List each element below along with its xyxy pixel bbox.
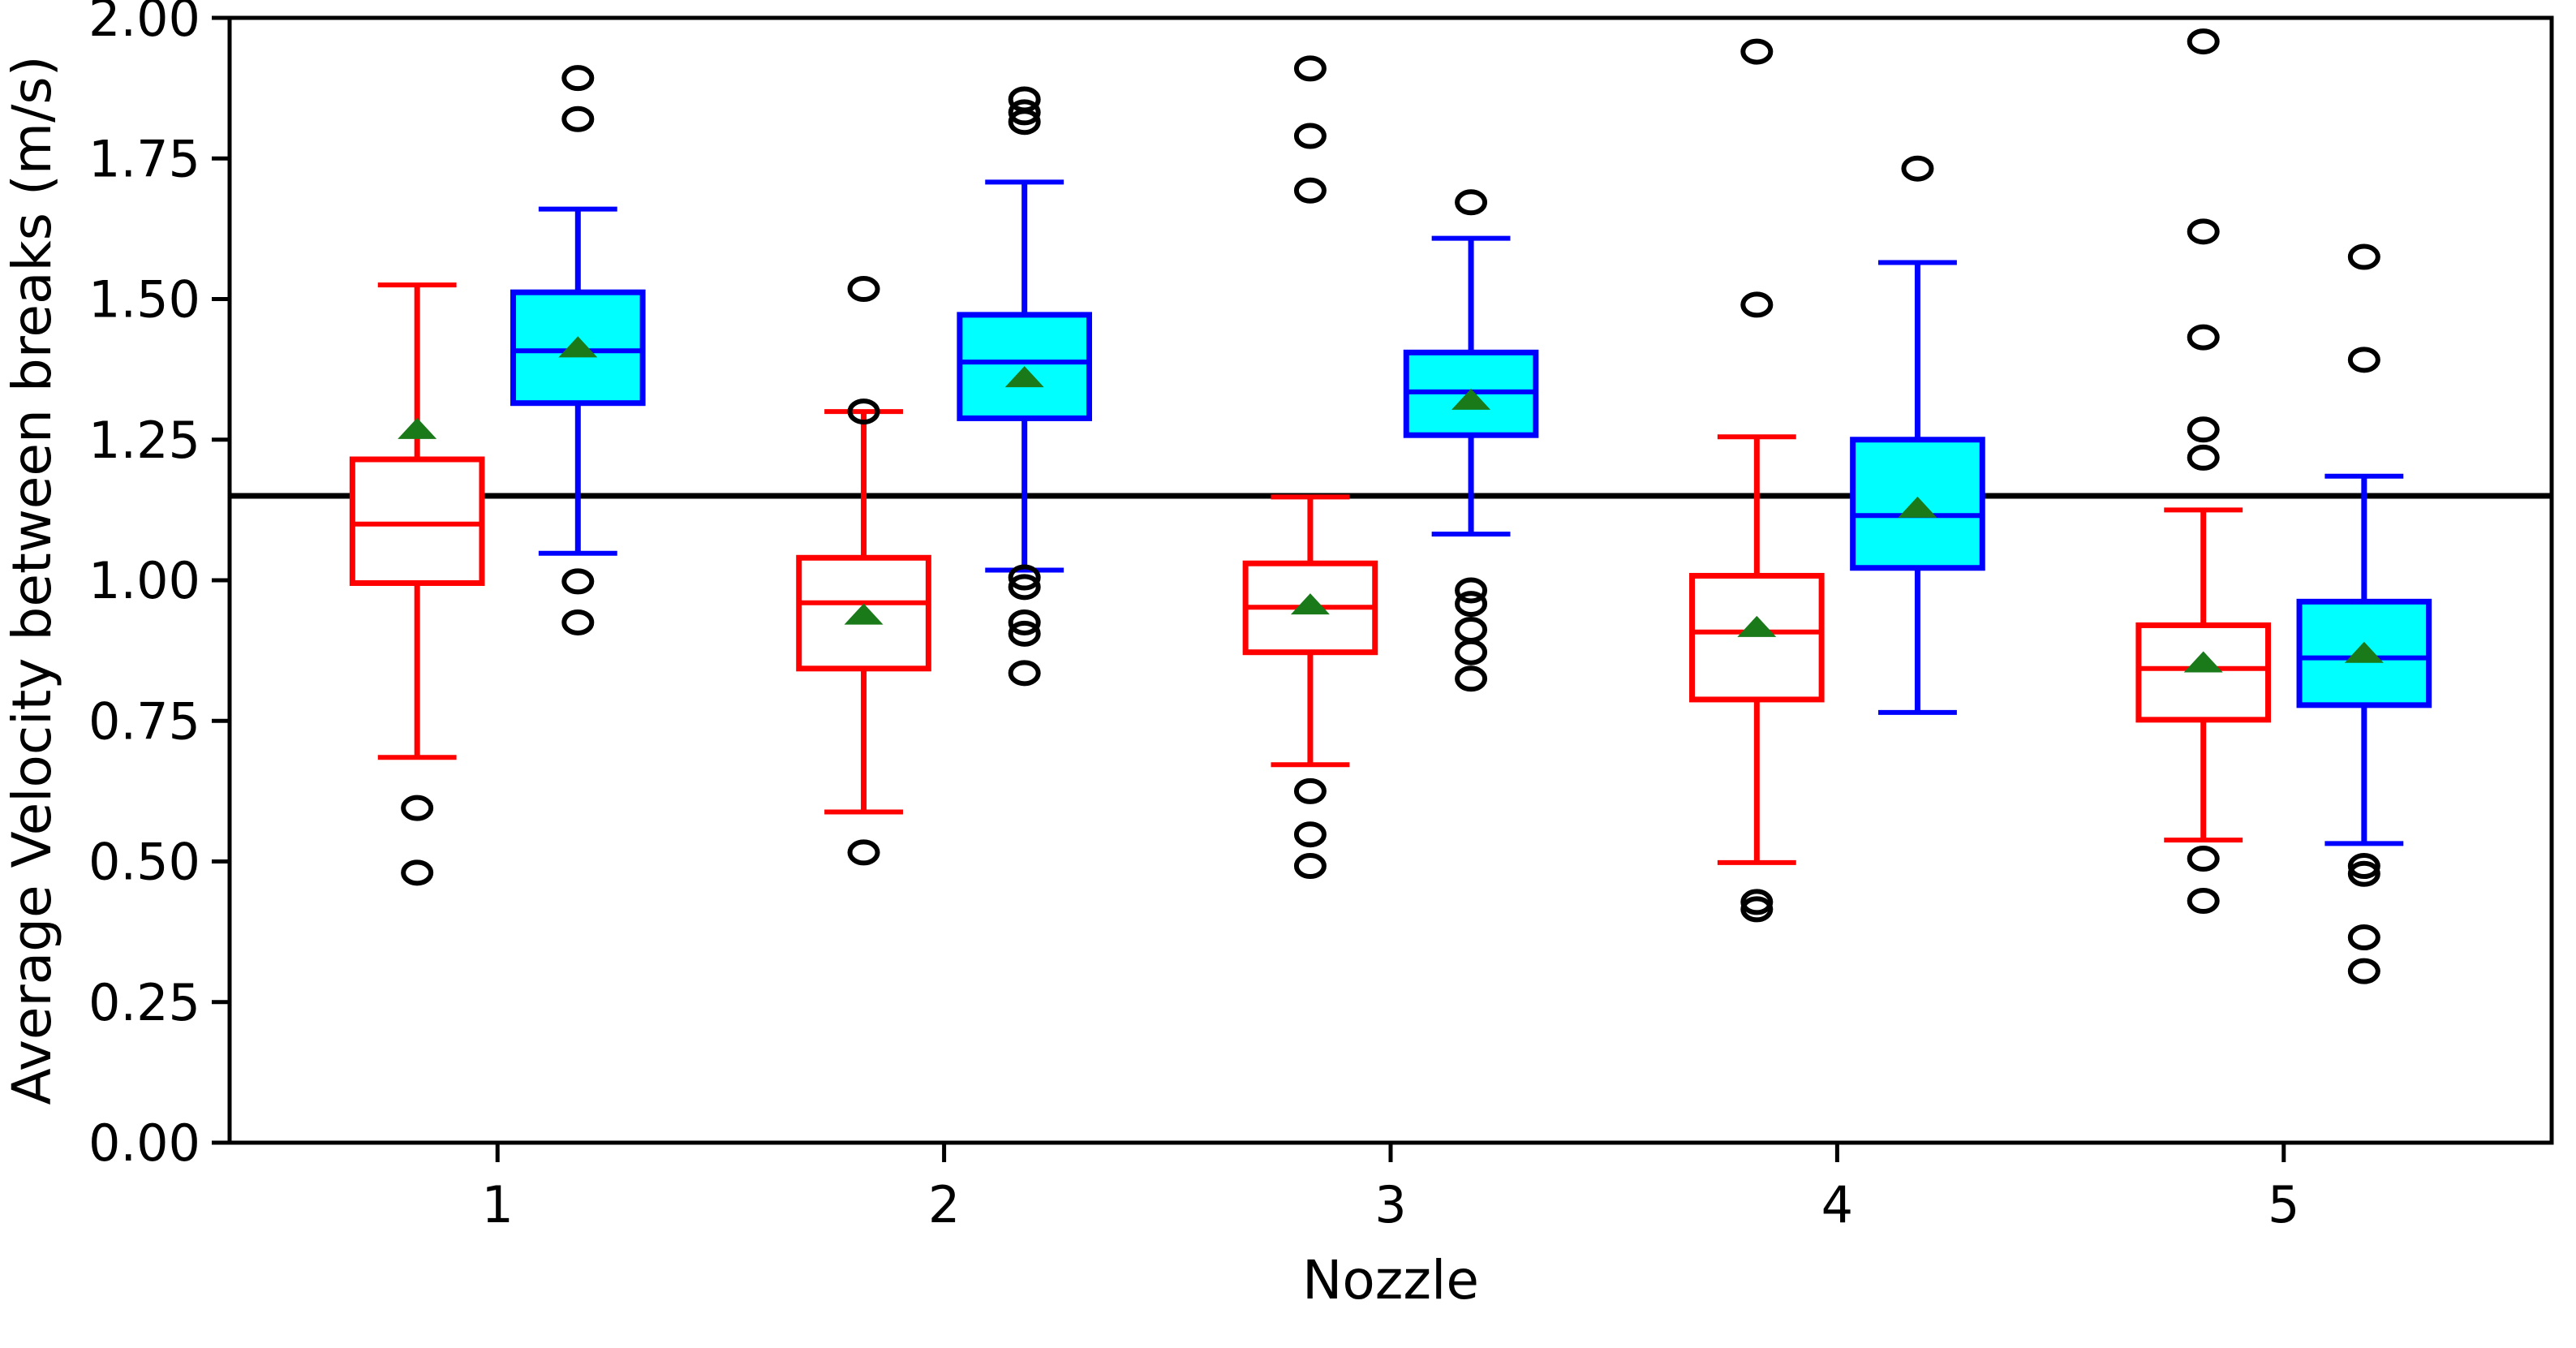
outlier-point: [561, 106, 595, 132]
outlier-point: [1455, 665, 1488, 692]
outlier-point: [1293, 55, 1327, 82]
outlier-point: [1008, 609, 1041, 635]
outlier-point: [1008, 660, 1041, 687]
outlier-point: [1293, 853, 1327, 880]
outlier-point: [1008, 109, 1041, 136]
box-rect: [957, 312, 1092, 421]
y-tick-label: 0.00: [88, 1113, 200, 1173]
mean-marker-triangle: [1898, 496, 1937, 518]
outlier-point: [1455, 591, 1488, 618]
y-axis-ticks: 0.00 0.25 0.50 0.75 1.00 1.25 1.50 1.75 2.00: [88, 0, 230, 1173]
mean-marker-triangle: [2344, 641, 2384, 663]
mean-marker-triangle: [1451, 388, 1491, 410]
outlier-point: [561, 65, 595, 92]
outlier-point: [1901, 155, 1934, 182]
outlier-point: [2347, 860, 2380, 887]
box-plot-item: [796, 276, 931, 866]
y-tick-label: 1.75: [88, 129, 200, 188]
outlier-point: [2347, 958, 2380, 984]
x-tick-label: 1: [482, 1175, 514, 1234]
y-tick-label: 1.25: [88, 411, 200, 470]
box-plot-item: [2296, 243, 2432, 984]
outlier-point: [1740, 38, 1774, 65]
outlier-point: [2187, 444, 2220, 471]
outlier-point: [2347, 347, 2380, 373]
y-tick-label: 0.50: [88, 833, 200, 892]
x-tick-label: 2: [928, 1175, 960, 1234]
outlier-point: [847, 276, 880, 303]
box-plot-item: [957, 86, 1092, 687]
box-plot-item: [349, 282, 485, 886]
outlier-point: [1293, 821, 1327, 848]
outlier-point: [1740, 896, 1774, 923]
mean-marker-triangle: [1004, 366, 1044, 388]
outlier-point: [561, 609, 595, 635]
outlier-point: [1293, 177, 1327, 204]
x-tick-label: 4: [1821, 1175, 1853, 1234]
outlier-point: [1740, 889, 1774, 915]
box-plot-item: [2135, 28, 2272, 915]
box-rect: [1850, 437, 1985, 571]
outlier-point: [1455, 189, 1488, 216]
outlier-point: [1008, 574, 1041, 601]
x-tick-label: 5: [2268, 1175, 2299, 1234]
y-tick-label: 1.00: [88, 551, 200, 610]
outlier-point: [561, 568, 595, 595]
mean-marker-triangle: [2183, 651, 2223, 673]
box-plot-item: [1689, 38, 1825, 923]
outlier-point: [2347, 924, 2380, 951]
box-plot-item: [1403, 189, 1539, 692]
outlier-point: [2347, 243, 2380, 270]
outlier-point: [847, 839, 880, 866]
outlier-point: [1293, 777, 1327, 804]
box-rect: [2135, 622, 2272, 723]
mean-marker-triangle: [844, 603, 884, 625]
outlier-point: [1008, 620, 1041, 647]
x-tick-label: 3: [1374, 1175, 1406, 1234]
y-tick-label: 1.50: [88, 270, 200, 329]
outlier-point: [847, 398, 880, 425]
outlier-point: [2187, 416, 2220, 443]
box-plot-item: [1850, 155, 1985, 715]
x-axis-ticks: 1 2 3 4 5: [482, 1143, 2299, 1234]
outlier-point: [1293, 123, 1327, 149]
outlier-point: [2187, 324, 2220, 351]
y-tick-label: 2.00: [88, 0, 200, 48]
box-plot-item: [510, 65, 646, 635]
outlier-point: [1455, 639, 1488, 665]
y-tick-label: 0.75: [88, 691, 200, 751]
outlier-point: [2187, 888, 2220, 915]
box-rect: [1689, 572, 1825, 703]
outlier-point: [2187, 28, 2220, 55]
box-series-group: [349, 28, 2432, 984]
outlier-point: [2187, 846, 2220, 872]
mean-marker-triangle: [558, 336, 598, 358]
outlier-point: [2347, 853, 2380, 880]
box-rect: [349, 456, 485, 586]
y-tick-label: 0.25: [88, 973, 200, 1032]
outlier-point: [1008, 99, 1041, 126]
mean-marker-triangle: [1737, 615, 1777, 637]
outlier-point: [1740, 291, 1774, 318]
y-axis-title: Average Velocity between breaks (m/s): [1, 56, 63, 1105]
outlier-point: [401, 859, 434, 886]
outlier-point: [401, 795, 434, 821]
mean-marker-triangle: [398, 417, 437, 439]
outlier-point: [1455, 577, 1488, 604]
outlier-point: [2187, 218, 2220, 245]
outlier-point: [1008, 564, 1041, 591]
mean-marker-triangle: [1290, 593, 1330, 615]
box-plot-item: [1242, 55, 1378, 880]
x-axis-title: Nozzle: [1302, 1249, 1479, 1311]
